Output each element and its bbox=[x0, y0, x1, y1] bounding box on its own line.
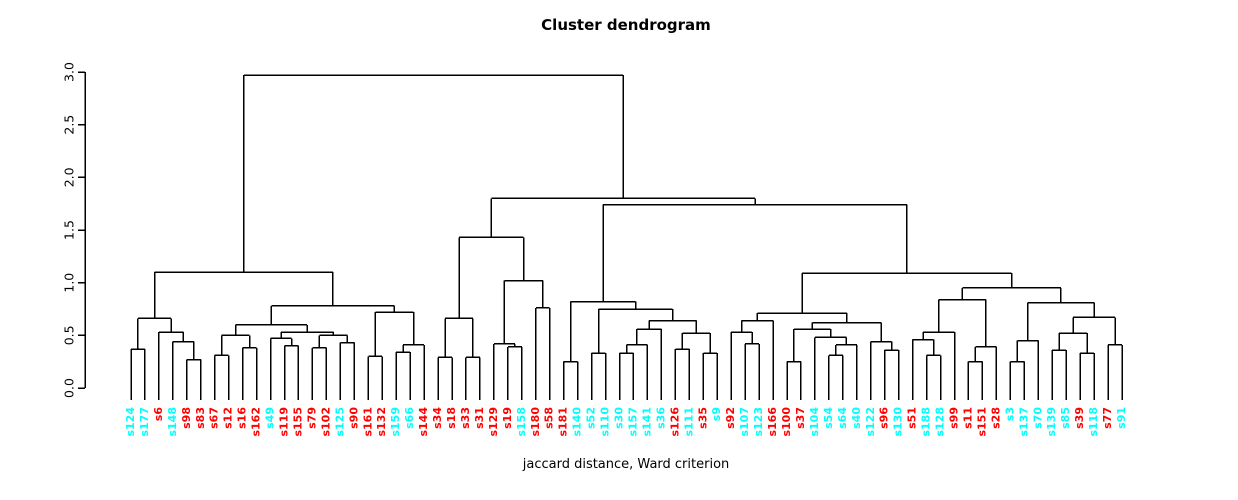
leaf-label: s158 bbox=[515, 407, 528, 437]
leaf-label: s157 bbox=[626, 407, 639, 437]
leaf-label: s39 bbox=[1073, 407, 1086, 429]
leaf-label: s166 bbox=[766, 407, 779, 437]
leaf-label: s28 bbox=[989, 407, 1002, 429]
leaf-label: s111 bbox=[682, 407, 695, 437]
leaf-label: s181 bbox=[557, 407, 570, 437]
leaf-label: s151 bbox=[975, 407, 988, 437]
leaf-label: s130 bbox=[892, 407, 905, 437]
leaf-label: s67 bbox=[208, 407, 221, 429]
leaf-label: s123 bbox=[752, 407, 765, 437]
y-tick-label: 2.0 bbox=[62, 167, 77, 187]
y-tick-label: 2.5 bbox=[62, 115, 77, 135]
leaf-label: s155 bbox=[291, 407, 304, 437]
leaf-label: s144 bbox=[417, 407, 430, 437]
leaf-label: s33 bbox=[459, 407, 472, 429]
leaf-label: s85 bbox=[1059, 407, 1072, 429]
leaf-label: s64 bbox=[836, 407, 849, 429]
y-tick-label: 1.0 bbox=[62, 273, 77, 293]
leaf-label: s19 bbox=[501, 407, 514, 429]
leaf-label: s66 bbox=[403, 407, 416, 429]
leaf-label: s16 bbox=[236, 407, 249, 429]
leaf-label: s35 bbox=[696, 407, 709, 429]
leaf-label: s129 bbox=[487, 407, 500, 437]
leaf-label: s162 bbox=[250, 407, 263, 437]
leaf-label: s12 bbox=[222, 407, 235, 429]
leaf-label: s125 bbox=[333, 407, 346, 437]
leaf-label: s91 bbox=[1115, 407, 1128, 429]
leaf-label: s54 bbox=[822, 407, 835, 429]
leaf-label: s11 bbox=[961, 407, 974, 429]
leaf-label: s122 bbox=[864, 407, 877, 437]
leaf-label: s148 bbox=[166, 407, 179, 437]
leaf-label: s90 bbox=[347, 407, 360, 429]
leaf-label: s132 bbox=[375, 407, 388, 437]
leaf-label: s79 bbox=[305, 407, 318, 429]
leaf-label: s110 bbox=[599, 407, 612, 437]
leaf-label: s98 bbox=[180, 407, 193, 429]
leaf-label: s40 bbox=[850, 407, 863, 429]
leaf-label: s30 bbox=[613, 407, 626, 429]
leaf-label: s70 bbox=[1031, 407, 1044, 429]
leaf-label: s83 bbox=[194, 407, 207, 429]
leaf-label: s77 bbox=[1101, 407, 1114, 429]
leaf-label: s180 bbox=[529, 407, 542, 437]
leaf-label: s161 bbox=[361, 407, 374, 437]
leaf-label: s124 bbox=[124, 407, 137, 437]
leaf-label: s92 bbox=[724, 407, 737, 429]
leaf-label: s159 bbox=[389, 407, 402, 437]
leaf-label: s128 bbox=[934, 407, 947, 437]
leaf-label: s141 bbox=[640, 407, 653, 437]
leaf-label: s34 bbox=[431, 407, 444, 429]
leaf-label: s137 bbox=[1017, 407, 1030, 437]
leaf-label: s96 bbox=[878, 407, 891, 429]
leaf-label: s139 bbox=[1045, 407, 1058, 437]
leaf-label: s36 bbox=[654, 407, 667, 429]
y-tick-label: 1.5 bbox=[62, 220, 77, 240]
y-tick-label: 0.5 bbox=[62, 325, 77, 345]
leaf-label: s188 bbox=[920, 407, 933, 437]
chart-title: Cluster dendrogram bbox=[541, 16, 711, 34]
leaf-label: s119 bbox=[278, 407, 291, 437]
leaf-label: s58 bbox=[543, 407, 556, 429]
leaf-label: s31 bbox=[473, 407, 486, 429]
leaf-label: s104 bbox=[808, 407, 821, 437]
leaf-label: s107 bbox=[738, 407, 751, 437]
leaf-label: s6 bbox=[152, 407, 165, 422]
y-tick-label: 0.0 bbox=[62, 378, 77, 398]
leaf-label: s52 bbox=[585, 407, 598, 429]
leaf-label: s118 bbox=[1087, 407, 1100, 437]
leaf-label: s99 bbox=[948, 407, 961, 429]
leaf-label: s177 bbox=[138, 407, 151, 437]
leaf-label: s3 bbox=[1003, 407, 1016, 421]
leaf-label: s49 bbox=[264, 407, 277, 429]
leaf-label: s37 bbox=[794, 407, 807, 429]
leaf-label: s126 bbox=[668, 407, 681, 437]
leaf-label: s51 bbox=[906, 407, 919, 429]
leaf-label: s18 bbox=[445, 407, 458, 429]
leaf-label: s102 bbox=[319, 407, 332, 437]
y-tick-label: 3.0 bbox=[62, 62, 77, 82]
leaf-label: s100 bbox=[780, 407, 793, 437]
x-axis-label: jaccard distance, Ward criterion bbox=[522, 457, 730, 472]
leaf-label: s9 bbox=[710, 407, 723, 421]
leaf-label: s140 bbox=[571, 407, 584, 437]
